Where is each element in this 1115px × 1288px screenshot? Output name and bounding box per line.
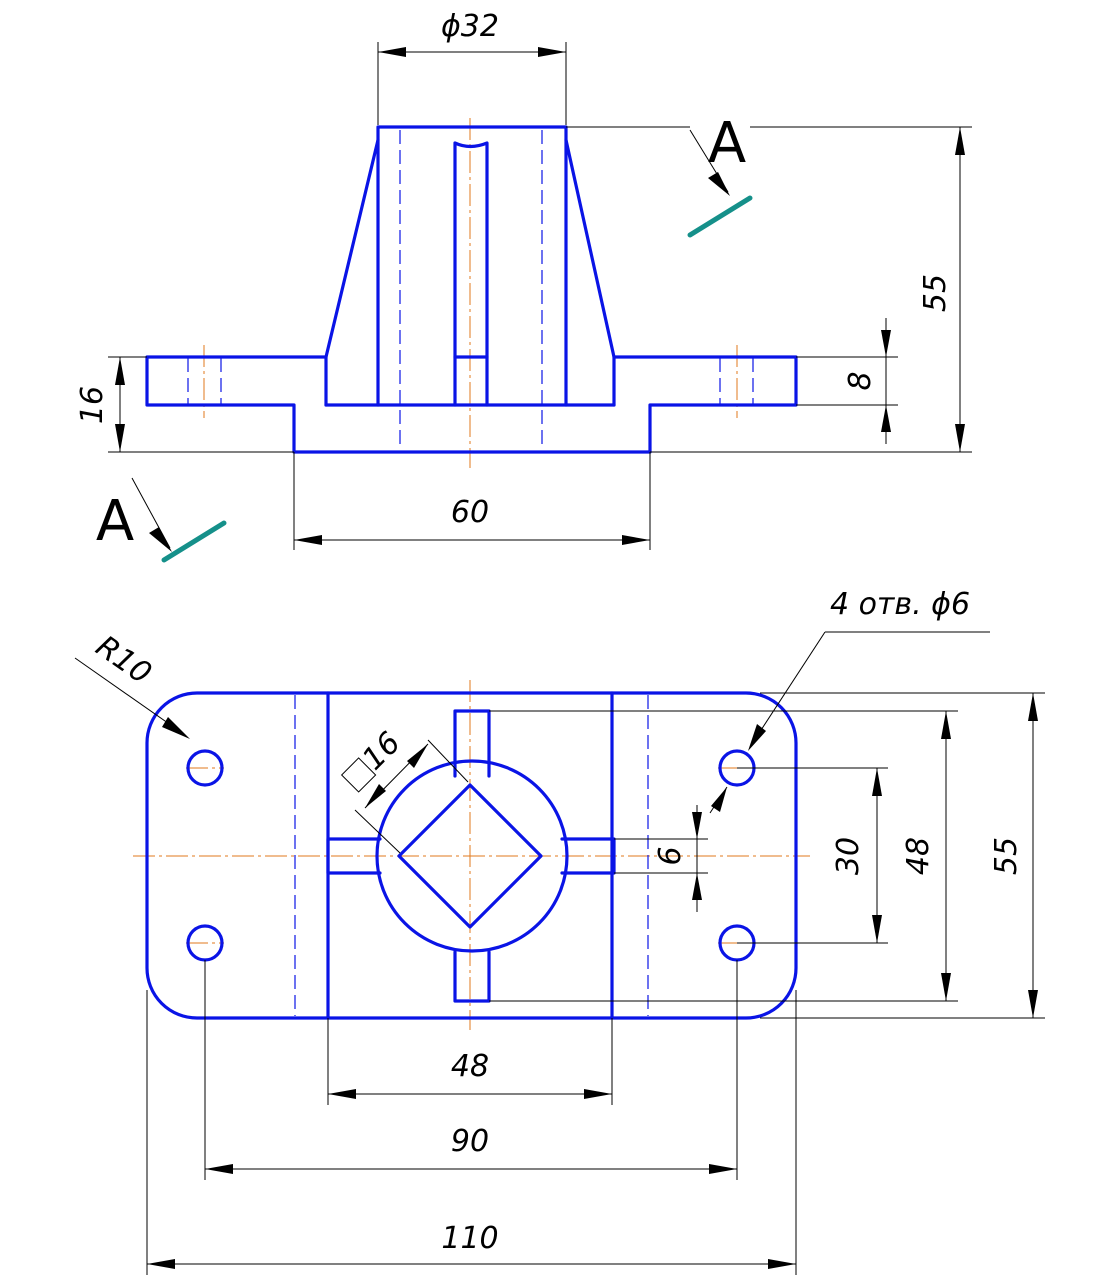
slot-bottom: [453, 950, 491, 1003]
front-view: [145, 118, 798, 468]
arrow: [149, 527, 172, 552]
dim-plate-width: 110: [441, 1221, 498, 1256]
front-outline: [145, 125, 798, 454]
section-marker-bottom: A: [96, 477, 227, 563]
arrow: [941, 711, 951, 739]
dim-slot-extent: 48: [901, 837, 936, 875]
arrow: [692, 873, 702, 900]
arrow: [872, 768, 882, 796]
top-view: [133, 680, 810, 1030]
section-marker-top: A: [687, 111, 753, 238]
dim-hole-spacing-y: 30: [831, 837, 866, 875]
arrow: [407, 744, 428, 768]
dim-base-height: 16: [75, 386, 110, 424]
arrow: [955, 127, 965, 155]
cut-plane-bottom: [161, 520, 227, 563]
slot-left: [326, 837, 382, 875]
arrow: [538, 47, 566, 57]
arrow: [162, 717, 190, 739]
central-slot: [453, 141, 489, 407]
slot-top: [453, 709, 491, 778]
arrow: [1028, 693, 1038, 721]
arrow: [584, 1089, 612, 1099]
arrow: [115, 357, 125, 385]
base-plate: [145, 691, 798, 1020]
dim-base-width: 60: [451, 495, 489, 530]
section-label-top: A: [708, 111, 746, 176]
arrow: [365, 784, 386, 808]
arrow: [708, 172, 730, 196]
arrow: [748, 724, 766, 751]
arrow: [205, 1164, 233, 1174]
section-label-bottom: A: [96, 489, 134, 554]
boss-circle: [375, 759, 569, 953]
square-hole: [397, 783, 543, 929]
arrow: [1028, 990, 1038, 1018]
arrow: [709, 1164, 737, 1174]
dim-hole-spacing-x: 90: [451, 1124, 489, 1159]
arrow: [881, 405, 891, 432]
arrow: [328, 1089, 356, 1099]
square-symbol: 16: [340, 725, 408, 793]
arrow: [881, 330, 891, 357]
mounting-hole: [186, 749, 224, 787]
arrow: [147, 1259, 175, 1269]
cut-plane-top: [687, 195, 753, 238]
dim-total-height: 55: [918, 274, 953, 312]
arrow: [294, 535, 322, 545]
slot-right: [560, 837, 616, 875]
dim-flange-thickness: 8: [843, 371, 878, 390]
arrow: [711, 787, 727, 812]
dim-top-diameter: ϕ32: [441, 9, 499, 44]
arrow: [941, 973, 951, 1001]
arrow: [115, 424, 125, 452]
front-dimensions: ϕ32 55 8 16 60: [75, 9, 972, 550]
arrow: [768, 1259, 796, 1269]
dim-boss-width: 48: [451, 1049, 489, 1084]
top-dimensions: R10 4 отв. ϕ6 16 6 30: [74, 587, 1045, 1275]
dim-plate-height: 55: [989, 837, 1024, 875]
dim-hole-note: 4 отв. ϕ6: [830, 587, 970, 622]
dim-corner-radius: R10: [89, 629, 157, 692]
arrow: [872, 915, 882, 943]
arrow: [622, 535, 650, 545]
arrow: [955, 424, 965, 452]
dim-slot-width: 6: [653, 846, 688, 865]
dim-square: 16: [356, 725, 408, 777]
arrow: [378, 47, 406, 57]
arrow: [692, 812, 702, 839]
